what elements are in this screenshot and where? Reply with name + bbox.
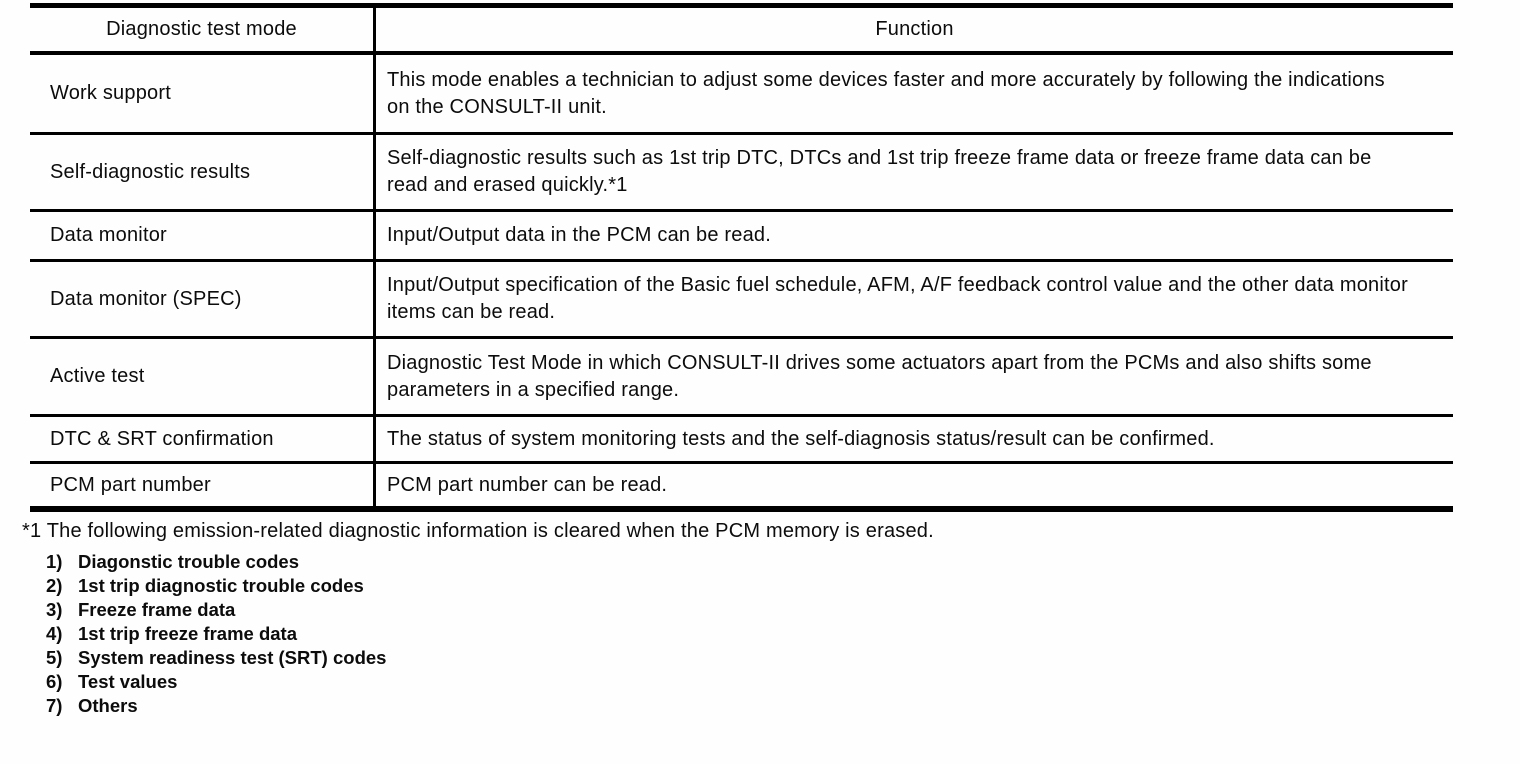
footnote-item: 2) 1st trip diagnostic trouble codes [22, 574, 1482, 598]
table-row: Data monitor Input/Output data in the PC… [30, 212, 1453, 262]
diagnostic-test-mode-table: Diagnostic test mode Function Work suppo… [30, 3, 1453, 512]
footnote-item: 7) Others [22, 694, 1482, 718]
footnote-item-text: 1st trip diagnostic trouble codes [78, 575, 364, 596]
footnote-item-number: 3) [46, 599, 63, 620]
footnote-item-text: Test values [78, 671, 178, 692]
mode-cell: PCM part number [50, 473, 211, 496]
footnote-item-number: 2) [46, 575, 63, 596]
footnote-item: 1) Diagonstic trouble codes [22, 550, 1482, 574]
footnote-block: *1 The following emission-related diagno… [22, 520, 1482, 718]
footnote-item-text: Diagonstic trouble codes [78, 551, 300, 572]
mode-cell: Active test [50, 365, 145, 387]
footnote-item-text: Freeze frame data [78, 599, 236, 620]
table-row: Active test Diagnostic Test Mode in whic… [30, 339, 1453, 417]
footnote-list: 1) Diagonstic trouble codes 2) 1st trip … [22, 550, 1482, 718]
footnote-item-text: Others [78, 695, 138, 716]
footnote-item-number: 7) [46, 695, 63, 716]
table-row: Self-diagnostic results Self-diagnostic … [30, 135, 1453, 212]
mode-cell: Data monitor [50, 224, 167, 246]
footnote-item-text: System readiness test (SRT) codes [78, 647, 387, 668]
footnote-item-number: 4) [46, 623, 63, 644]
function-cell: PCM part number can be read. [373, 464, 1453, 506]
table-row: Data monitor (SPEC) Input/Output specifi… [30, 262, 1453, 339]
table-row: DTC & SRT confirmation The status of sys… [30, 417, 1453, 464]
column-header-function: Function [373, 8, 1453, 51]
mode-cell: DTC & SRT confirmation [50, 427, 274, 450]
footnote-item-number: 1) [46, 551, 63, 572]
footnote-item: 6) Test values [22, 670, 1482, 694]
footnote-item-text: 1st trip freeze frame data [78, 623, 298, 644]
function-cell: Self-diagnostic results such as 1st trip… [373, 135, 1453, 209]
footnote-item-number: 6) [46, 671, 63, 692]
column-header-diagnostic-test-mode: Diagnostic test mode [106, 18, 297, 40]
mode-cell: Data monitor (SPEC) [50, 287, 242, 310]
mode-cell: Self-diagnostic results [50, 160, 251, 183]
table-row: PCM part number PCM part number can be r… [30, 464, 1453, 506]
function-cell: This mode enables a technician to adjust… [373, 55, 1453, 132]
mode-cell: Work support [50, 82, 171, 104]
table-header-row: Diagnostic test mode Function [30, 8, 1453, 55]
function-cell: Input/Output data in the PCM can be read… [373, 212, 1453, 259]
footnote-item: 5) System readiness test (SRT) codes [22, 646, 1482, 670]
footnote-lead-text: *1 The following emission-related diagno… [22, 520, 934, 542]
function-cell: Input/Output specification of the Basic … [373, 262, 1453, 336]
footnote-item: 3) Freeze frame data [22, 598, 1482, 622]
footnote-item-number: 5) [46, 647, 63, 668]
table-row: Work support This mode enables a technic… [30, 55, 1453, 135]
footnote-item: 4) 1st trip freeze frame data [22, 622, 1482, 646]
function-cell: Diagnostic Test Mode in which CONSULT-II… [373, 339, 1453, 414]
function-cell: The status of system monitoring tests an… [373, 417, 1453, 461]
